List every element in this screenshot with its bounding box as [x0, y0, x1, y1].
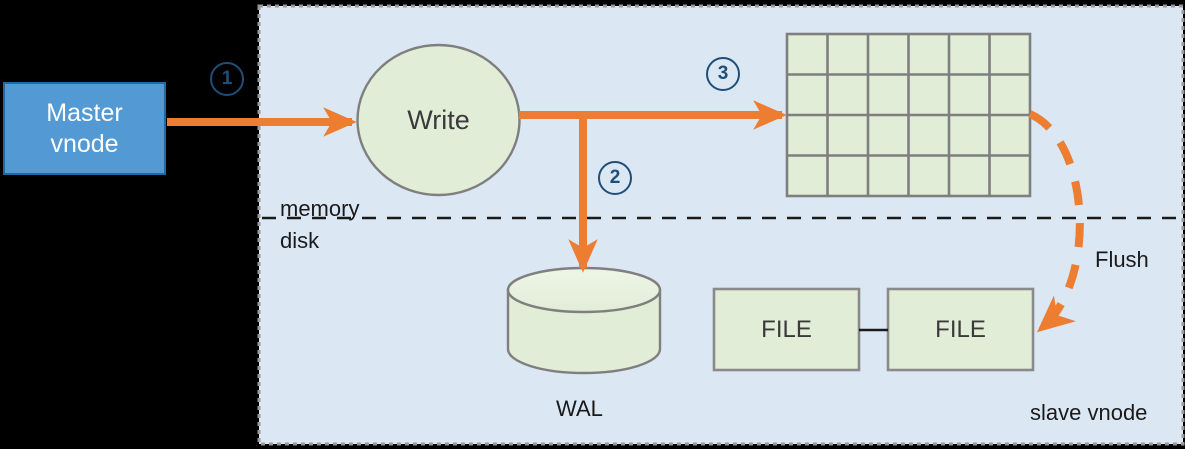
memtable-grid [785, 32, 1032, 198]
write-node-circle [356, 43, 521, 197]
master-vnode-box[interactable]: Master vnode [3, 82, 166, 175]
file-box-2-label: FILE [935, 315, 986, 343]
master-vnode-line2: vnode [50, 129, 119, 158]
memory-tier-label: memory [280, 196, 360, 221]
master-vnode-label: Master vnode [5, 84, 164, 173]
file-box-1-label: FILE [761, 315, 812, 343]
arrow-flush [1028, 110, 1084, 333]
file-box-2 [886, 287, 1035, 372]
slave-vnode-label: slave vnode [1030, 400, 1148, 425]
step-number-2: 2 [598, 161, 632, 195]
write-node-label: Write [407, 104, 470, 135]
master-vnode-line1: Master [46, 99, 123, 127]
step-number-1: 1 [210, 62, 244, 96]
wal-cylinder [506, 266, 662, 375]
step-number-3: 3 [706, 57, 740, 91]
flush-label: Flush [1095, 247, 1149, 272]
disk-tier-label: disk [280, 228, 320, 253]
wal-label: WAL [556, 396, 603, 421]
